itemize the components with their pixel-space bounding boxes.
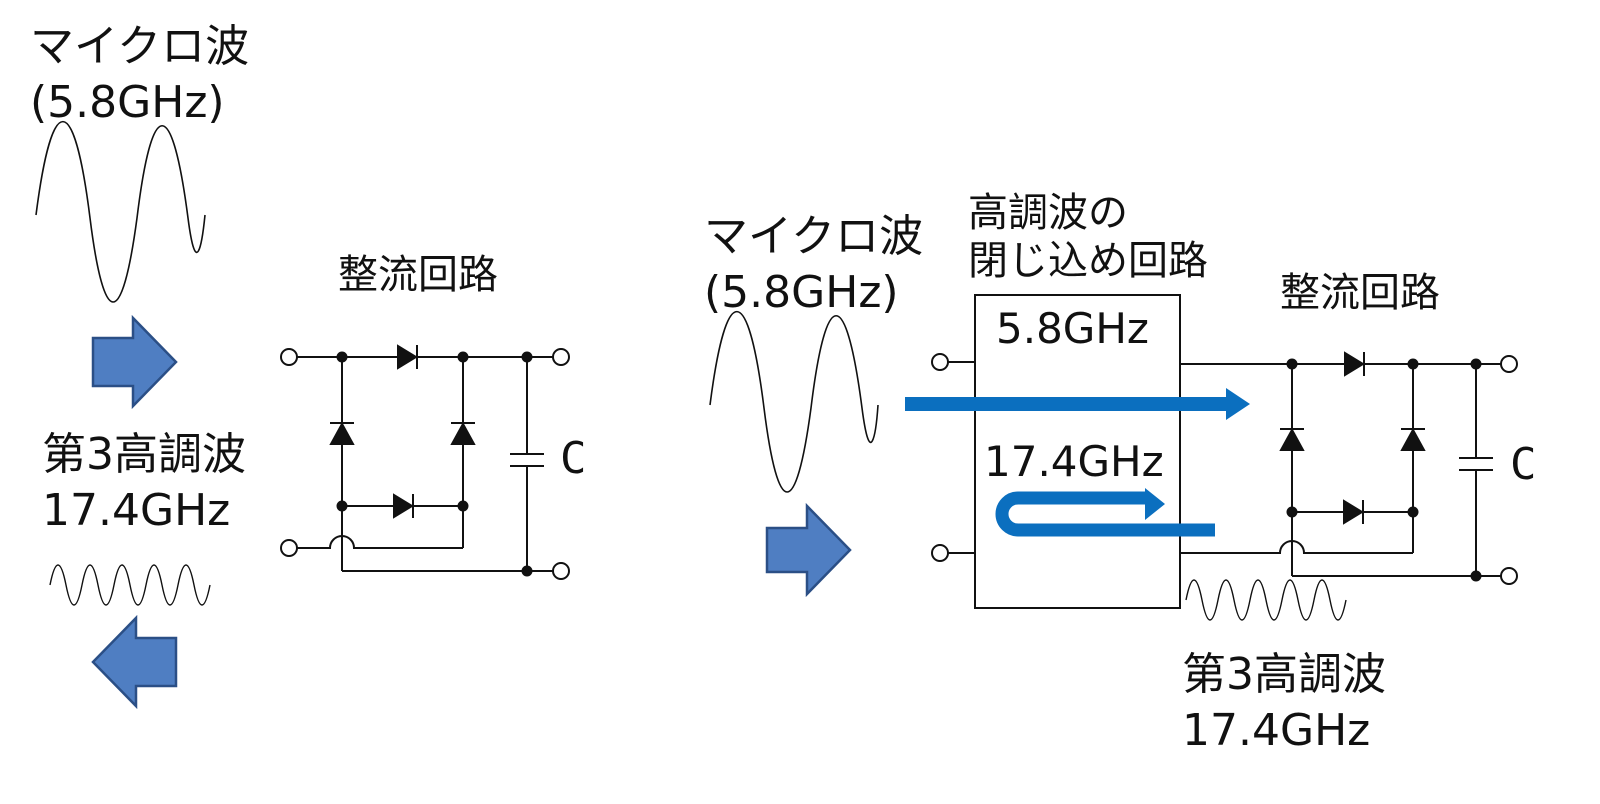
harmonic-return-arrow [995,488,1215,537]
left-rectifier-label: 整流回路 [338,252,498,298]
reflected-arrow-left [91,614,178,710]
right-rectifier-label: 整流回路 [1280,270,1440,316]
fundamental-flow-arrow [905,388,1250,420]
incoming-arrow-left [91,314,178,410]
trap-fundamental-frequency: 5.8GHz [996,304,1149,353]
microwave-wave-left [35,121,206,303]
left-microwave-title: マイクロ波 [30,21,250,72]
left-microwave-frequency: (5.8GHz) [30,77,225,128]
right-microwave-title: マイクロ波 [704,211,924,262]
left-harmonic-frequency: 17.4GHz [42,485,231,536]
harmonic-wave-right [1185,579,1347,621]
incoming-arrow-right [765,502,852,598]
right-harmonic-title: 第3高調波 [1182,649,1386,700]
right-harmonic-frequency: 17.4GHz [1182,705,1371,756]
right-microwave-frequency: (5.8GHz) [704,267,899,318]
rectifier-circuit-right [1180,351,1518,585]
trap-title-line1: 高調波の [968,190,1128,236]
right-capacitor-label: C [1510,439,1537,490]
harmonic-trap-circuit [931,294,1181,609]
trap-harmonic-frequency: 17.4GHz [984,437,1164,486]
left-harmonic-title: 第3高調波 [42,429,246,480]
trap-title-line2: 閉じ込め回路 [968,238,1208,284]
harmonic-wave-left [49,564,211,606]
rectifier-circuit-left [280,344,570,580]
left-capacitor-label: C [560,433,587,484]
microwave-wave-right [709,311,879,493]
